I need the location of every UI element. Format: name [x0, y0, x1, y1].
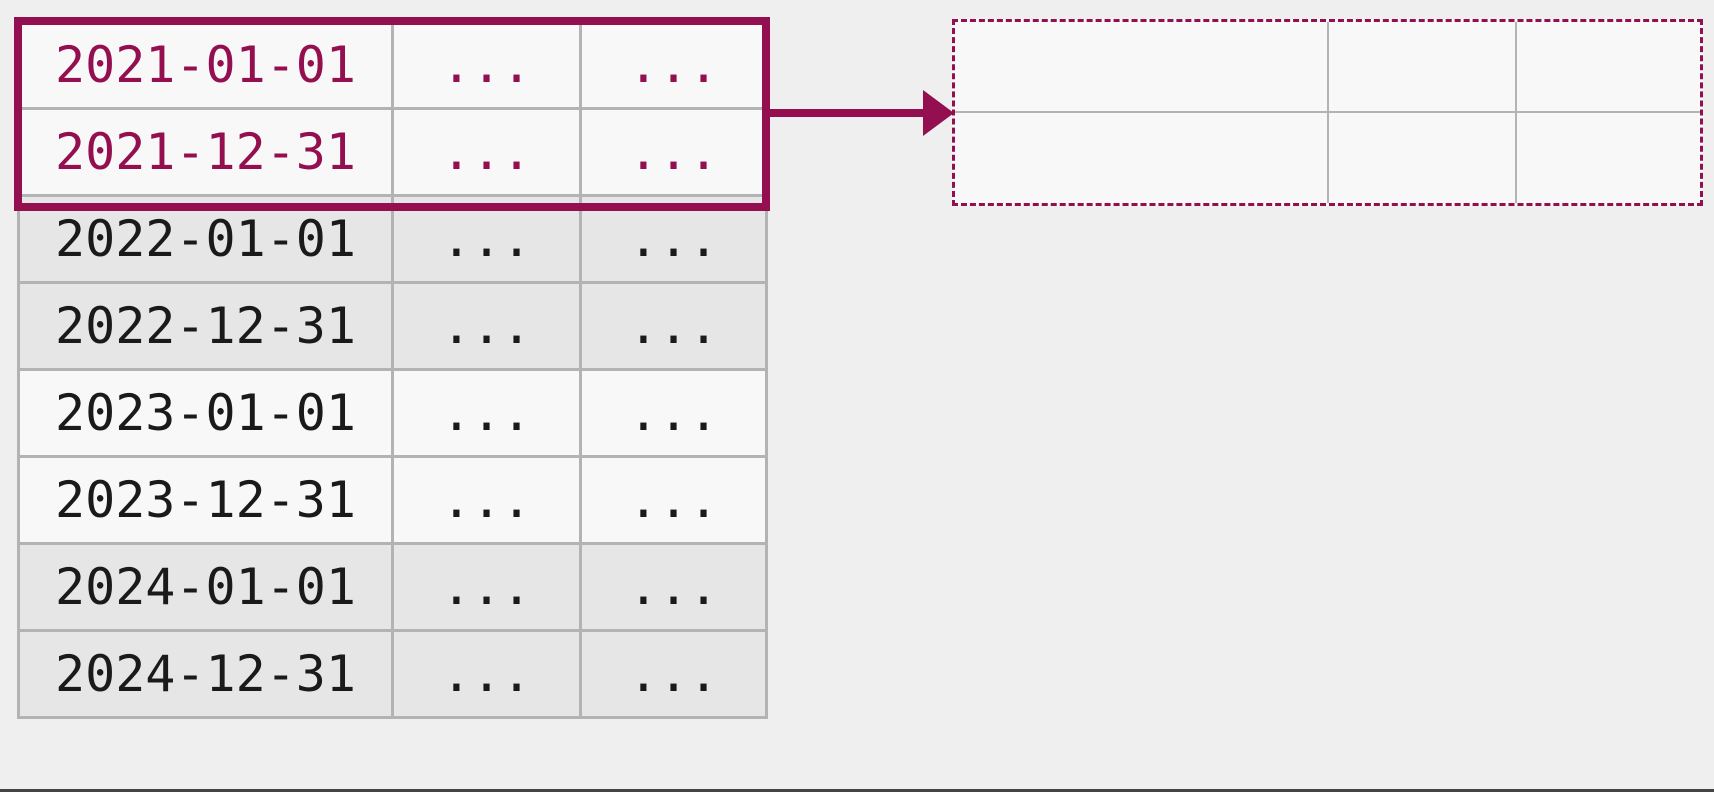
date-cell: 2022-01-01 [17, 194, 394, 284]
ellipsis-cell: ... [391, 368, 582, 458]
empty-cell [1329, 112, 1517, 203]
ellipsis-cell: ... [579, 629, 768, 719]
table-row: 2021-01-01 ... ... [17, 20, 768, 110]
ellipsis-cell: ... [579, 107, 768, 197]
ellipsis-cell: ... [579, 20, 768, 110]
bottom-divider [0, 789, 1714, 792]
date-cell: 2024-12-31 [17, 629, 394, 719]
date-cell: 2021-01-01 [17, 20, 394, 110]
empty-cell [1329, 22, 1517, 113]
table-row: 2022-01-01 ... ... [17, 194, 768, 284]
target-table [952, 19, 1703, 206]
ellipsis-cell: ... [579, 281, 768, 371]
table-row: 2024-01-01 ... ... [17, 542, 768, 632]
table-row: 2023-01-01 ... ... [17, 368, 768, 458]
ellipsis-cell: ... [579, 542, 768, 632]
empty-cell [955, 112, 1329, 203]
ellipsis-cell: ... [391, 281, 582, 371]
ellipsis-cell: ... [391, 629, 582, 719]
date-cell: 2023-01-01 [17, 368, 394, 458]
source-table: 2021-01-01 ... ... 2021-12-31 ... ... 20… [17, 20, 768, 719]
table-row: 2024-12-31 ... ... [17, 629, 768, 719]
ellipsis-cell: ... [579, 368, 768, 458]
ellipsis-cell: ... [391, 542, 582, 632]
table-row: 2022-12-31 ... ... [17, 281, 768, 371]
date-cell: 2021-12-31 [17, 107, 394, 197]
date-cell: 2022-12-31 [17, 281, 394, 371]
empty-cell [1517, 22, 1700, 113]
ellipsis-cell: ... [579, 194, 768, 284]
ellipsis-cell: ... [579, 455, 768, 545]
right-arrow-icon [770, 90, 954, 136]
ellipsis-cell: ... [391, 20, 582, 110]
arrow-head [923, 90, 954, 136]
ellipsis-cell: ... [391, 455, 582, 545]
date-cell: 2024-01-01 [17, 542, 394, 632]
ellipsis-cell: ... [391, 107, 582, 197]
table-row: 2023-12-31 ... ... [17, 455, 768, 545]
table-row: 2021-12-31 ... ... [17, 107, 768, 197]
empty-cell [1517, 113, 1700, 204]
ellipsis-cell: ... [391, 194, 582, 284]
empty-cell [955, 22, 1329, 113]
date-cell: 2023-12-31 [17, 455, 394, 545]
